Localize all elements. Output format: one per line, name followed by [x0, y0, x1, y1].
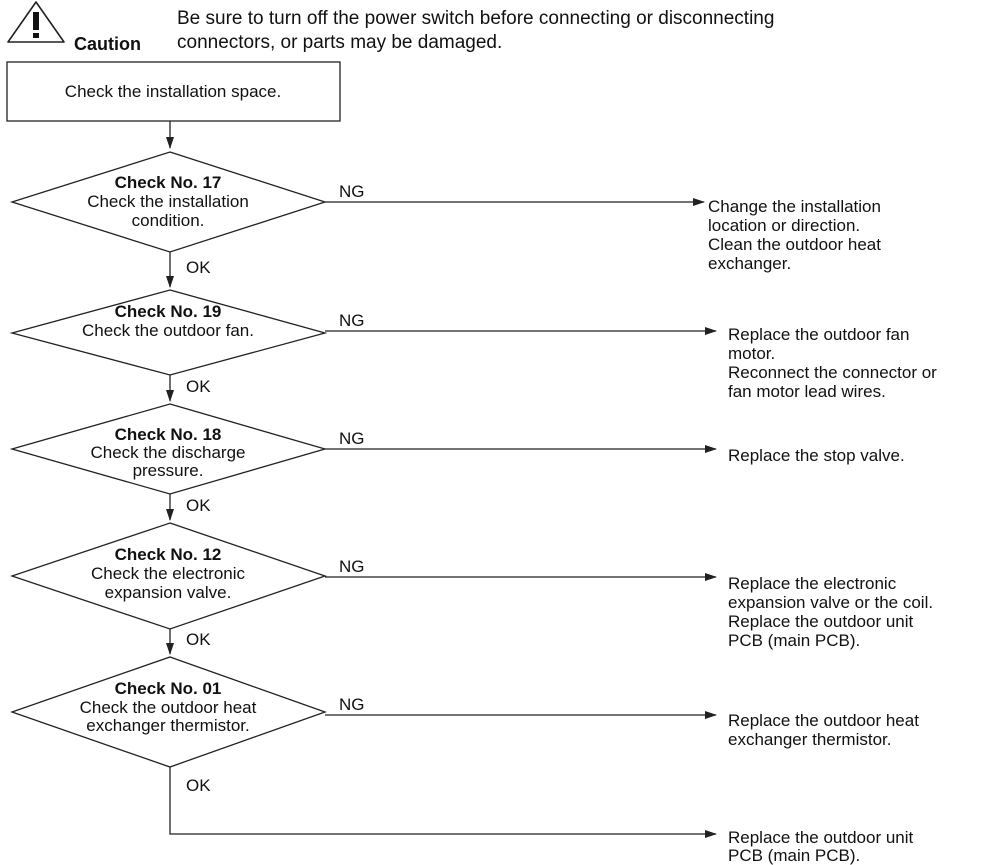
result-text: PCB (main PCB).	[728, 846, 860, 865]
caution-label: Caution	[74, 34, 141, 54]
decision-text: expansion valve.	[105, 583, 232, 602]
ng-label: NG	[339, 182, 365, 201]
result-text: PCB (main PCB).	[728, 631, 860, 650]
ok-label: OK	[186, 377, 211, 396]
result-text: location or direction.	[708, 216, 860, 235]
result-text: Replace the outdoor heat	[728, 711, 919, 730]
warning-triangle-icon	[7, 1, 65, 43]
decision-text: Check the electronic	[91, 564, 246, 583]
result-text: exchanger thermistor.	[728, 730, 891, 749]
decision-check-12: Check No. 12 Check the electronic expans…	[9, 522, 328, 630]
decision-text: exchanger thermistor.	[86, 716, 249, 735]
ok-label: OK	[186, 630, 211, 649]
result-final: Replace the outdoor unit PCB (main PCB).	[728, 828, 914, 865]
result-text: Replace the electronic	[728, 574, 897, 593]
result-text: Reconnect the connector or	[728, 363, 937, 382]
result-text: Replace the outdoor fan	[728, 325, 909, 344]
decision-check-18: Check No. 18 Check the discharge pressur…	[9, 403, 328, 495]
result-text: Replace the outdoor unit	[728, 612, 914, 631]
result-text: motor.	[728, 344, 775, 363]
decision-title: Check No. 01	[115, 679, 222, 698]
result-text: Clean the outdoor heat	[708, 235, 881, 254]
result-check-12: Replace the electronic expansion valve o…	[728, 574, 933, 650]
decision-check-19: Check No. 19 Check the outdoor fan.	[9, 289, 328, 376]
result-text: Replace the stop valve.	[728, 446, 905, 465]
ok-arrow-final	[169, 767, 717, 838]
result-text: expansion valve or the coil.	[728, 593, 933, 612]
start-box-text: Check the installation space.	[65, 82, 281, 101]
ng-label: NG	[339, 695, 365, 714]
decision-title: Check No. 18	[115, 425, 222, 444]
caution-header: Caution Be sure to turn off the power sw…	[7, 1, 774, 54]
ok-label: OK	[186, 258, 211, 277]
ok-label: OK	[186, 496, 211, 515]
result-check-17: Change the installation location or dire…	[708, 197, 881, 273]
caution-line-2: connectors, or parts may be damaged.	[177, 32, 502, 53]
ok-label: OK	[186, 776, 211, 795]
result-check-18: Replace the stop valve.	[728, 446, 905, 465]
caution-line-1: Be sure to turn off the power switch bef…	[177, 8, 774, 29]
decision-check-01: Check No. 01 Check the outdoor heat exch…	[10, 656, 327, 768]
decision-title: Check No. 19	[115, 302, 222, 321]
decision-title: Check No. 12	[115, 545, 222, 564]
decision-text: Check the outdoor heat	[80, 698, 257, 717]
decision-text: Check the discharge	[91, 443, 246, 462]
ng-label: NG	[339, 429, 365, 448]
ng-label: NG	[339, 311, 365, 330]
decision-text: Check the installation	[87, 192, 249, 211]
decision-text: pressure.	[133, 461, 204, 480]
result-text: fan motor lead wires.	[728, 382, 886, 401]
start-box: Check the installation space.	[6, 61, 341, 122]
ng-label: NG	[339, 557, 365, 576]
result-text: Change the installation	[708, 197, 881, 216]
result-check-01: Replace the outdoor heat exchanger therm…	[728, 711, 919, 749]
decision-check-17: Check No. 17 Check the installation cond…	[9, 151, 328, 253]
decision-title: Check No. 17	[115, 173, 222, 192]
result-check-19: Replace the outdoor fan motor. Reconnect…	[728, 325, 937, 401]
result-text: Replace the outdoor unit	[728, 828, 914, 847]
decision-text: Check the outdoor fan.	[82, 321, 254, 340]
decision-text: condition.	[132, 211, 205, 230]
result-text: exchanger.	[708, 254, 791, 273]
